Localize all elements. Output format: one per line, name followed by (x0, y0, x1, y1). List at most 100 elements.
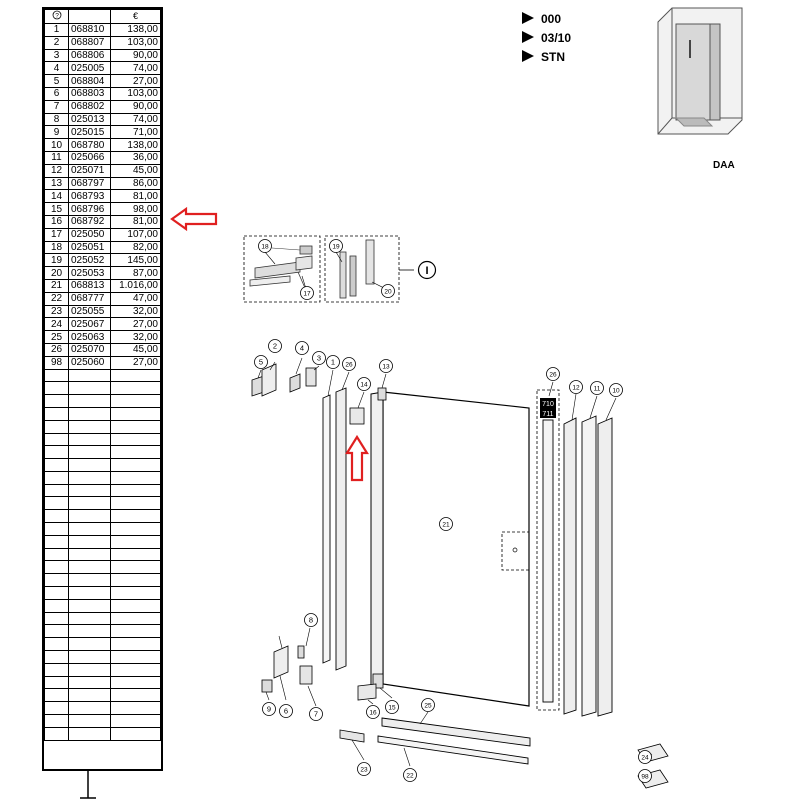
empty-table-row (44, 714, 161, 728)
empty-table-row (44, 381, 161, 396)
info-line-1: 000 (541, 12, 561, 26)
svg-text:26: 26 (345, 362, 353, 369)
detail-box-hinge (243, 235, 321, 303)
callout-18: 18 (258, 239, 272, 253)
callout-22: 22 (403, 768, 417, 782)
thumbnail-label: DAA (713, 160, 735, 171)
callout-9: 9 (262, 702, 276, 716)
svg-text:4: 4 (300, 344, 304, 353)
callout-7: 7 (309, 707, 323, 721)
callout-4: 4 (295, 341, 309, 355)
empty-table-row (44, 624, 161, 639)
callout-12: 12 (569, 380, 583, 394)
callout-24: 24 (638, 750, 652, 764)
svg-text:22: 22 (406, 773, 414, 780)
svg-text:15: 15 (388, 705, 396, 712)
svg-text:17: 17 (303, 291, 311, 298)
svg-text:12: 12 (572, 385, 580, 392)
play-triangle-icon (522, 31, 534, 43)
price-column-header: € (110, 9, 161, 24)
svg-text:7: 7 (314, 710, 318, 719)
empty-table-row (44, 560, 161, 575)
callout-20: 20 (381, 284, 395, 298)
callout-13: 13 (379, 359, 393, 373)
empty-table-row (44, 688, 161, 703)
svg-text:19: 19 (332, 244, 340, 251)
info-block: 000 03/10 STN (522, 12, 571, 64)
detail-marker-top: I (417, 260, 437, 280)
callout-26: 26 (342, 357, 356, 371)
svg-text:11: 11 (594, 386, 601, 393)
svg-text:98: 98 (641, 774, 649, 781)
left-wall-profiles (322, 387, 387, 701)
svg-text:2: 2 (273, 342, 277, 351)
svg-text:6: 6 (284, 707, 288, 716)
bottom-fittings (261, 645, 313, 693)
callout-21: 21 (439, 517, 453, 531)
question-mark-circle-icon: ? (44, 9, 69, 24)
play-triangle-icon (522, 50, 534, 62)
detail-box-handle (324, 235, 414, 303)
callout-16: 16 (366, 705, 380, 719)
empty-table-row (44, 368, 161, 383)
info-line-3: STN (541, 50, 565, 64)
callout-17: 17 (300, 286, 314, 300)
callout-3: 3 (312, 351, 326, 365)
callout-5: 5 (254, 355, 268, 369)
detail-marker-label: I (425, 265, 428, 277)
highlight-arrow-left (170, 206, 218, 232)
highlight-arrow-up (345, 434, 369, 482)
table-header-row: ? € (44, 9, 161, 24)
empty-table-row (44, 522, 161, 536)
callout-26: 26 (546, 367, 560, 381)
svg-text:18: 18 (261, 244, 269, 251)
callout-2: 2 (268, 339, 282, 353)
callout-leaders (257, 251, 653, 781)
empty-table-row (44, 432, 161, 447)
callout-6: 6 (279, 704, 293, 718)
svg-text:3: 3 (317, 354, 321, 363)
profile-label-711: 711 (542, 411, 553, 418)
svg-text:?: ? (55, 12, 59, 19)
empty-table-row (44, 598, 161, 613)
callout-19: 19 (329, 239, 343, 253)
svg-text:23: 23 (360, 767, 368, 774)
svg-text:14: 14 (360, 382, 368, 389)
callout-8: 8 (304, 613, 318, 627)
empty-table-row (44, 573, 161, 588)
svg-text:9: 9 (267, 705, 271, 714)
callout-98: 98 (638, 769, 652, 783)
shower-thumbnail (657, 7, 743, 135)
svg-text:8: 8 (309, 616, 313, 625)
empty-table-row (44, 726, 161, 741)
callout-1: 1 (326, 355, 340, 369)
empty-table-row (44, 483, 161, 498)
callout-23: 23 (357, 762, 371, 776)
svg-text:5: 5 (259, 358, 263, 367)
top-fittings (251, 363, 317, 397)
callout-14: 14 (357, 377, 371, 391)
info-line-2: 03/10 (541, 31, 571, 45)
profile-label-710: 710 (542, 401, 554, 408)
callout-15: 15 (385, 700, 399, 714)
callout-10: 10 (609, 383, 623, 397)
svg-text:24: 24 (641, 755, 649, 762)
svg-text:21: 21 (442, 522, 450, 529)
